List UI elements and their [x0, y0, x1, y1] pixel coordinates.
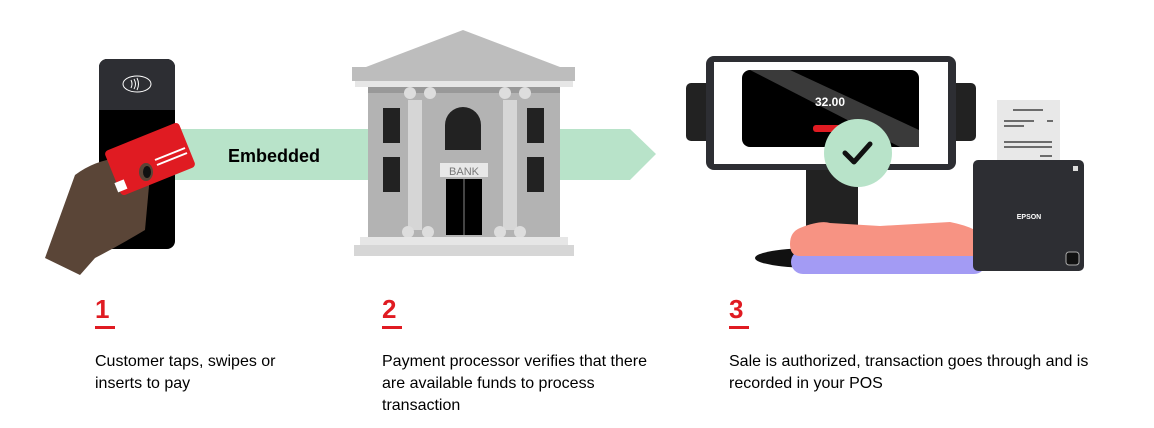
bank-building: BANK	[352, 30, 575, 256]
checkmark-icon	[824, 119, 892, 187]
pos-amount: 32.00	[815, 95, 845, 109]
credit-card	[105, 122, 195, 196]
pos-terminal: 32.00	[686, 56, 986, 274]
payment-flow-illustration: Embedded BANK	[45, 30, 1084, 275]
step-description: Customer taps, swipes or inserts to pay	[95, 353, 276, 392]
step-description: Payment processor verifies that there ar…	[382, 353, 648, 414]
receipt-printer: EPSON	[973, 100, 1084, 271]
step-1: 1 Customer taps, swipes or inserts to pa…	[95, 296, 345, 395]
step-3: 3 Sale is authorized, transaction goes t…	[729, 296, 1119, 395]
contactless-icon	[122, 75, 152, 93]
step-number: 1	[95, 296, 115, 329]
arrow-label: Embedded	[228, 146, 320, 166]
step-number: 3	[729, 296, 749, 329]
step-number: 2	[382, 296, 402, 329]
hand-with-card	[45, 122, 195, 275]
bank-sign: BANK	[449, 166, 480, 178]
step-2: 2 Payment processor verifies that there …	[382, 296, 672, 417]
printer-brand: EPSON	[1017, 214, 1042, 221]
step-description: Sale is authorized, transaction goes thr…	[729, 353, 1089, 392]
